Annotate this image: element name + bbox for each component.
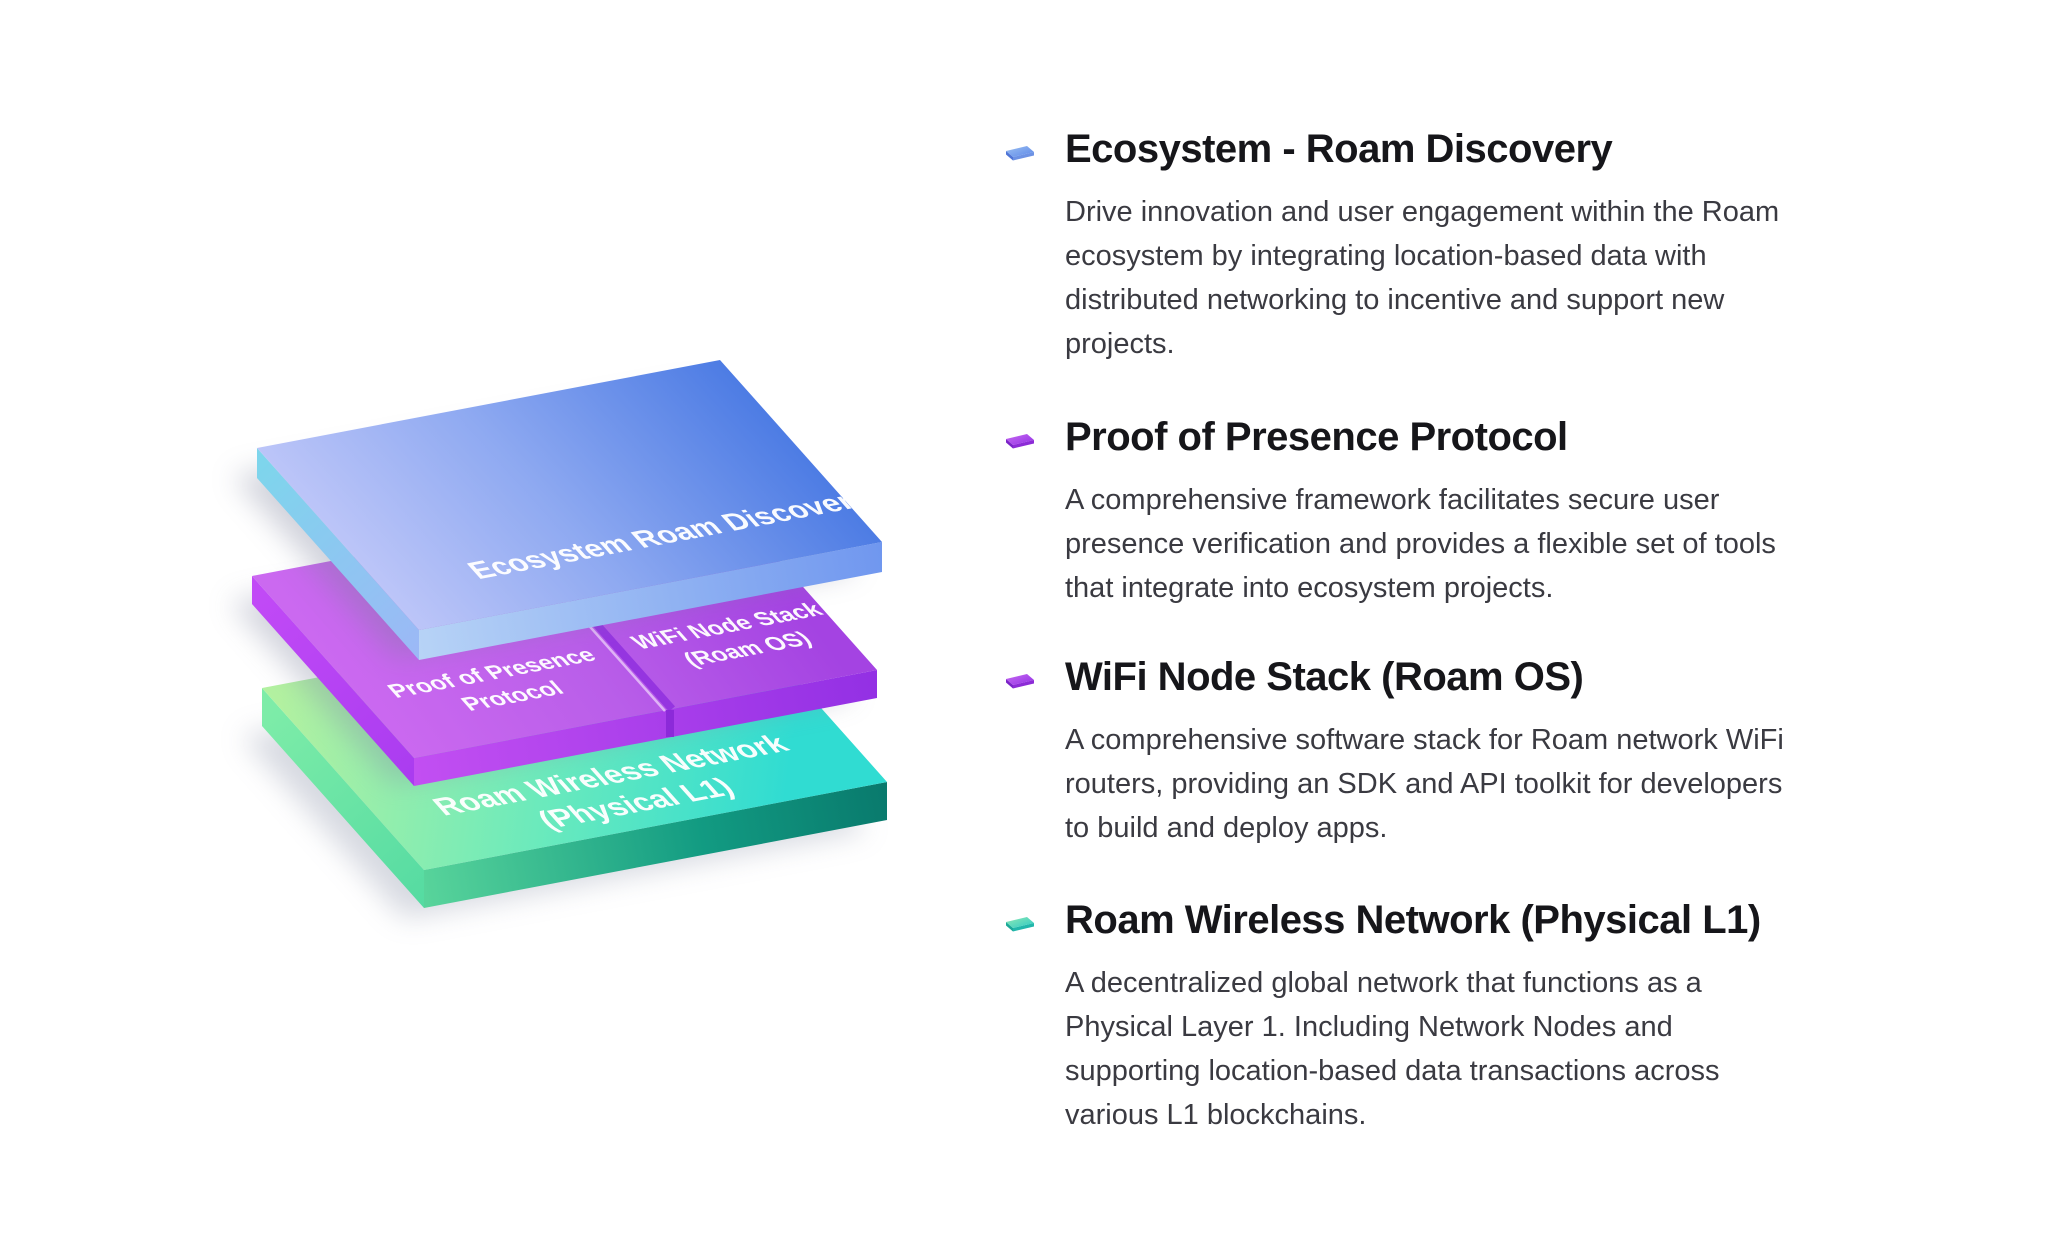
section-title: Roam Wireless Network (Physical L1) [1065,898,1761,942]
description-line: projects. [1065,328,1175,360]
description-line: ecosystem by integrating location-based … [1065,240,1707,272]
section-title: Ecosystem - Roam Discovery [1065,127,1613,171]
description-line: to build and deploy apps. [1065,812,1388,844]
description-line: A decentralized global network that func… [1065,967,1702,999]
section-description: A comprehensive framework facilitates se… [1065,478,1825,610]
description-line: presence verification and provides a fle… [1065,528,1776,560]
section-title: Proof of Presence Protocol [1065,415,1568,459]
description-line: Physical Layer 1. Including Network Node… [1065,1011,1673,1043]
stack-svg: Roam Wireless Network (Physical L1) Proo… [230,360,887,918]
purple-front-face [414,670,877,786]
description-line: A comprehensive framework facilitates se… [1065,484,1720,516]
wireless-network-layer-icon [1002,907,1038,933]
section-description: A comprehensive software stack for Roam … [1065,718,1825,850]
section-description: Drive innovation and user engagement wit… [1065,190,1825,366]
section-title: WiFi Node Stack (Roam OS) [1065,655,1584,699]
section-description: A decentralized global network that func… [1065,961,1825,1137]
layer-ecosystem: Ecosystem Roam Discovery [233,360,882,660]
ecosystem-layer-icon [1002,136,1038,162]
teal-front-face [424,782,887,908]
blue-front-face [419,542,882,660]
proof-of-presence-layer-icon [1002,424,1038,450]
blue-left-face [257,448,419,660]
description-line: that integrate into ecosystem projects. [1065,572,1554,604]
description-line: A comprehensive software stack for Roam … [1065,724,1784,756]
stack-illustration: Roam Wireless Network (Physical L1) Proo… [150,230,940,950]
teal-left-face [262,688,424,908]
purple-left-face [252,576,414,786]
description-line: routers, providing an SDK and API toolki… [1065,768,1783,800]
description-line: various L1 blockchains. [1065,1099,1367,1131]
description-line: supporting location-based data transacti… [1065,1055,1720,1087]
description-line: distributed networking to incentive and … [1065,284,1725,316]
wifi-node-stack-layer-icon [1002,664,1038,690]
blue-top-face [257,360,882,630]
description-line: Drive innovation and user engagement wit… [1065,196,1780,228]
